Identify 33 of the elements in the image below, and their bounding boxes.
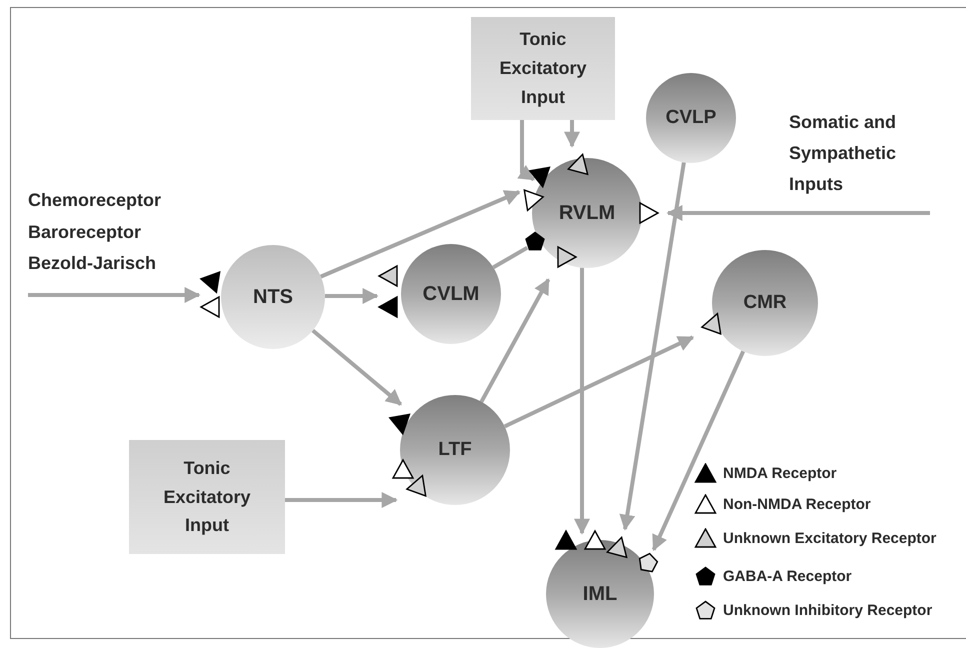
node-label: Tonic Excitatory Input (498, 28, 588, 109)
arrow (320, 190, 521, 278)
arrow (652, 350, 746, 552)
node-label: IML (582, 582, 618, 607)
input-box (471, 17, 615, 120)
arrow (517, 120, 536, 182)
node-label: CMR (743, 290, 787, 315)
arrow (564, 120, 580, 148)
legend-label: Unknown Inhibitory Receptor (723, 602, 932, 619)
input-label: Chemoreceptor (28, 189, 162, 212)
arrow (666, 205, 930, 221)
node-label: Tonic Excitatory Input (162, 456, 252, 538)
legend-label: NMDA Receptor (723, 465, 837, 482)
legend-label: GABA-A Receptor (723, 568, 852, 585)
input-box (129, 440, 285, 554)
input-label: Baroreceptor (28, 221, 142, 244)
legend-label: Unknown Excitatory Receptor (723, 530, 936, 547)
arrow (285, 492, 398, 508)
arrow (619, 162, 686, 531)
input-label: Somatic and Sympathetic Inputs (789, 111, 898, 196)
arrow (312, 328, 402, 406)
node-label: RVLM (558, 201, 616, 226)
arrow (325, 288, 379, 304)
arrow (480, 278, 550, 403)
arrow (574, 268, 590, 535)
input-label: Bezold-Jarisch (28, 252, 156, 275)
legend-label: Non-NMDA Receptor (723, 496, 871, 513)
node-label: LTF (438, 438, 472, 462)
node-label: NTS (253, 285, 293, 310)
arrow (504, 336, 694, 428)
node-label: CVLP (666, 106, 716, 130)
arrow (28, 287, 201, 303)
node-label: CVLM (422, 282, 480, 307)
